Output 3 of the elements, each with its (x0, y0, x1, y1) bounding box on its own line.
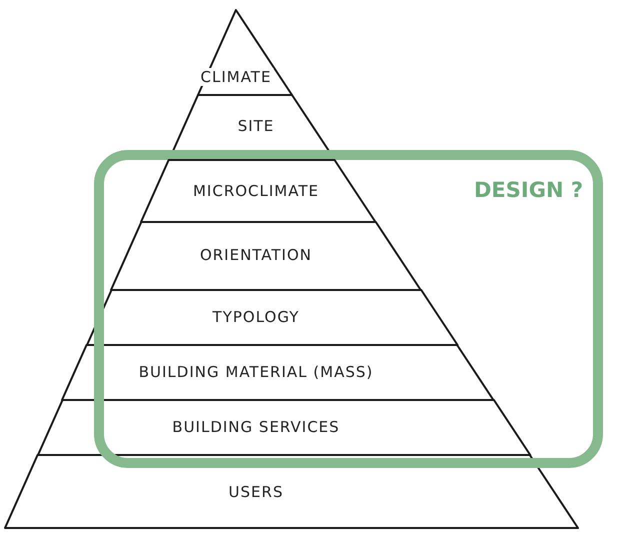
highlight-frame (94, 150, 603, 468)
level-label: CLIMATE (198, 68, 274, 86)
frame-label: DESIGN ? (474, 178, 584, 202)
